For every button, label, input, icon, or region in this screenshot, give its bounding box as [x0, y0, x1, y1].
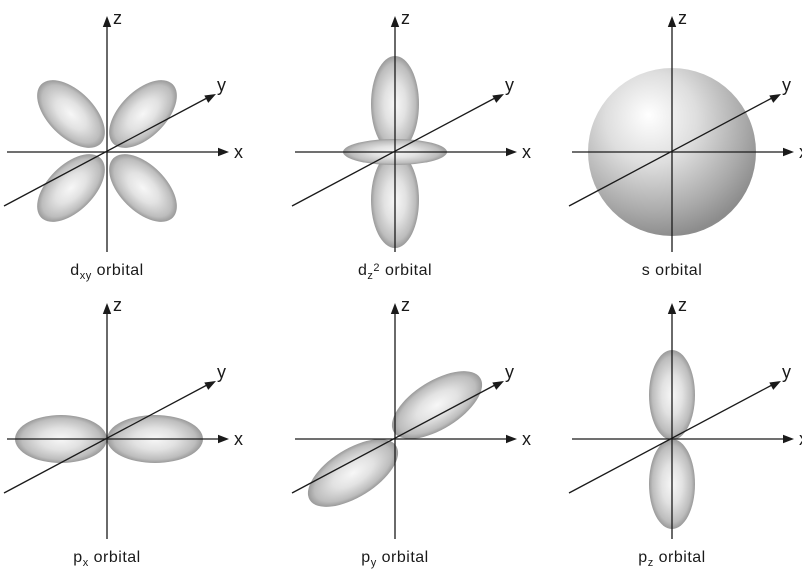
y-axis-arrow	[204, 381, 216, 390]
z-axis-arrow	[103, 303, 111, 314]
y-axis-arrow	[492, 381, 504, 390]
orbital-panel-dxy: z x y dxy orbital	[4, 8, 243, 282]
z-axis-label: z	[113, 8, 122, 28]
z-axis-label: z	[678, 295, 687, 315]
x-axis-arrow	[783, 435, 794, 443]
y-axis-label: y	[217, 75, 226, 95]
z-axis-arrow	[103, 16, 111, 27]
y-axis-label: y	[782, 75, 791, 95]
y-axis-label: y	[505, 362, 514, 382]
orbital-caption: dxy orbital	[70, 262, 143, 282]
z-axis-label: z	[113, 295, 122, 315]
z-axis-arrow	[391, 16, 399, 27]
lobe-lower-right	[97, 142, 189, 234]
lobe-upper-right	[97, 68, 189, 160]
orbital-caption: py orbital	[361, 549, 428, 569]
orbital-caption: dz2 orbital	[358, 262, 432, 282]
y-axis-label: y	[782, 362, 791, 382]
orbital-panel-pz: zxypz orbital	[569, 295, 802, 569]
x-axis-arrow	[506, 148, 517, 156]
y-axis-arrow	[492, 94, 504, 103]
y-axis-label: y	[505, 75, 514, 95]
z-axis-arrow	[391, 303, 399, 314]
z-axis-label: z	[401, 295, 410, 315]
x-axis-label: x	[522, 142, 531, 162]
orbital-panel-s: zxys orbital	[569, 8, 802, 279]
z-axis-arrow	[668, 16, 676, 27]
z-axis-label: z	[401, 8, 410, 28]
orbital-panel-py: z x y py orbital	[292, 295, 531, 569]
x-axis-label: x	[234, 142, 243, 162]
orbital-caption: s orbital	[642, 262, 703, 279]
x-axis-label: x	[522, 429, 531, 449]
y-axis-label: y	[217, 362, 226, 382]
x-axis-arrow	[218, 148, 229, 156]
lobe-upper-left	[25, 68, 117, 160]
orbital-caption: pz orbital	[638, 549, 705, 569]
orbital-panel-dz2: z x y dz2 orbital	[292, 8, 531, 282]
lobe-positive-y	[381, 358, 493, 453]
y-axis-arrow	[769, 94, 781, 103]
x-axis-arrow	[783, 148, 794, 156]
z-axis-arrow	[668, 303, 676, 314]
orbital-caption: px orbital	[73, 549, 140, 569]
y-axis-arrow	[204, 94, 216, 103]
z-axis-label: z	[678, 8, 687, 28]
x-axis-label: x	[234, 429, 243, 449]
orbital-panel-px: z x y px orbital	[4, 295, 243, 569]
x-axis-arrow	[218, 435, 229, 443]
y-axis-arrow	[769, 381, 781, 390]
x-axis-arrow	[506, 435, 517, 443]
